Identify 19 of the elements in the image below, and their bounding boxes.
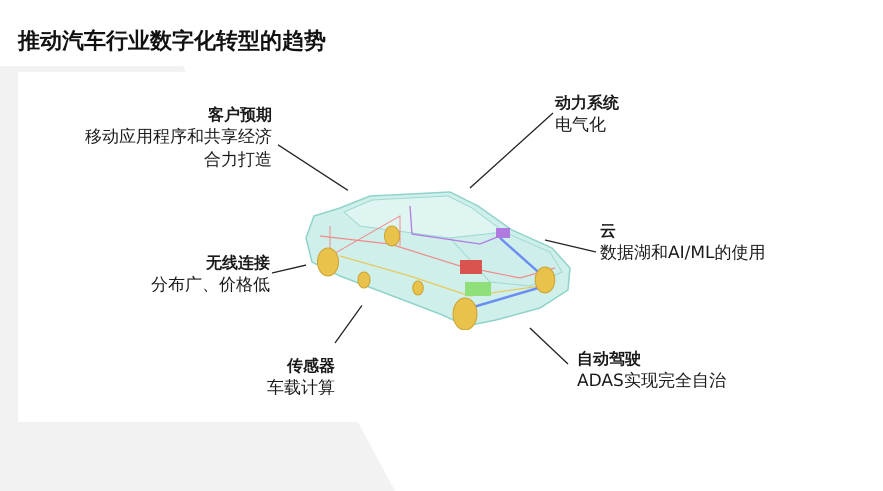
leader-line bbox=[470, 112, 554, 188]
leader-line bbox=[529, 328, 568, 364]
callout-heading: 无线连接 bbox=[204, 252, 270, 274]
callout-text: 移动应用程序和共享经济合力打造 bbox=[84, 126, 272, 172]
leader-line bbox=[272, 264, 306, 274]
callout-text: 数据湖和AI/ML的使用 bbox=[600, 242, 766, 265]
callout-text: ADAS实现完全自治 bbox=[577, 370, 726, 393]
callout-heading: 传感器 bbox=[286, 355, 335, 377]
callout-text: 分布广、价格低 bbox=[151, 274, 270, 297]
callout-text: 电气化 bbox=[555, 114, 607, 137]
callout-text: 车载计算 bbox=[267, 377, 335, 400]
callout-heading: 客户预期 bbox=[207, 104, 272, 126]
leader-line bbox=[544, 239, 596, 253]
title: 推动汽车行业数字化转型的趋势 bbox=[18, 28, 326, 56]
callout-heading: 动力系统 bbox=[555, 92, 619, 114]
callout-heading: 自动驾驶 bbox=[577, 348, 642, 370]
leader-line bbox=[334, 305, 362, 344]
callout-heading: 云 bbox=[600, 220, 617, 242]
leader-line bbox=[278, 144, 348, 191]
